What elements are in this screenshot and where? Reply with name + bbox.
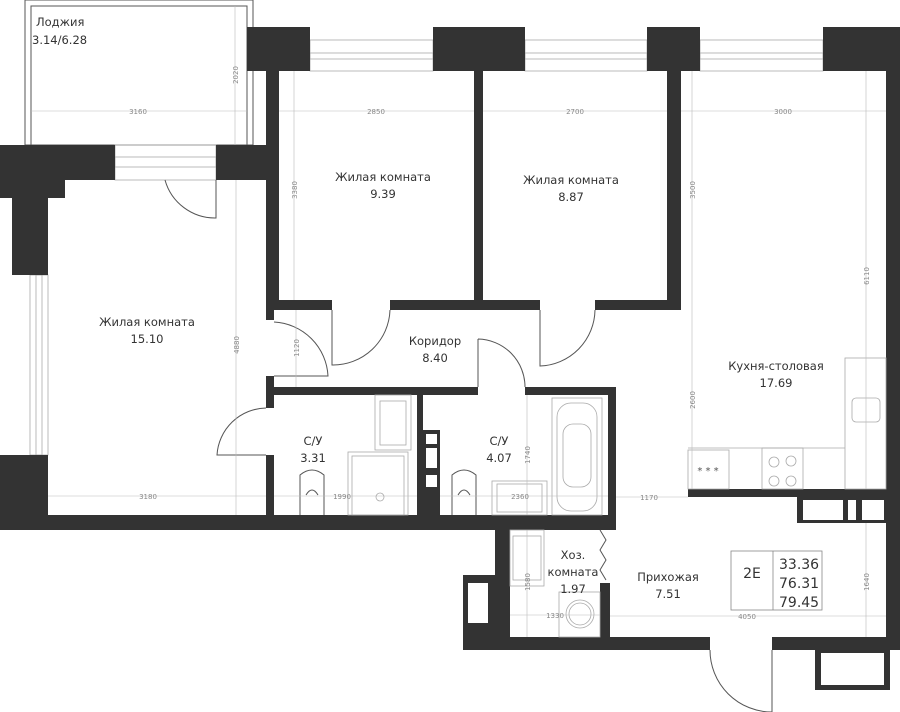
dim-bath1-width: 1990	[333, 493, 351, 501]
room-kitchen-area: 17.69	[760, 376, 793, 390]
dim-kitchen-depth-total: 6110	[863, 267, 871, 285]
dim-utility-width: 1330	[546, 612, 564, 620]
room-living-name: Жилая комната	[99, 315, 195, 329]
dim-hall-width: 4050	[738, 613, 756, 621]
wall-openings	[426, 434, 884, 685]
room-hall-area: 7.51	[655, 587, 681, 601]
room-labels: Лоджия 3.14/6.28 Жилая комната 9.39 Жила…	[32, 15, 824, 601]
svg-text:* * *: * * *	[697, 466, 718, 477]
loggia-area: 3.14/6.28	[32, 33, 87, 47]
room-bath2-area: 4.07	[486, 451, 512, 465]
dim-living-depth: 4880	[233, 336, 241, 354]
walls	[0, 27, 900, 690]
dim-utility-depth: 1580	[524, 573, 532, 591]
room-hall-name: Прихожая	[637, 570, 699, 584]
room-bath2-name: С/У	[490, 434, 509, 448]
total-area: 76.31	[779, 576, 819, 592]
room-utility-name-2: комната	[548, 565, 599, 579]
room-bedroom2-name: Жилая комната	[523, 173, 619, 187]
dim-bath2-width: 2360	[511, 493, 529, 501]
loggia-name: Лоджия	[36, 15, 84, 29]
dim-kitchen-depth-a: 3500	[689, 181, 697, 199]
room-corridor-name: Коридор	[409, 334, 461, 348]
dim-loggia-depth: 2020	[232, 66, 240, 84]
living-area: 33.36	[779, 557, 819, 573]
room-bedroom1-name: Жилая комната	[335, 170, 431, 184]
dim-loggia-width: 3160	[129, 108, 147, 116]
doors[interactable]	[164, 179, 773, 712]
room-corridor-area: 8.40	[422, 351, 448, 365]
room-living-area: 15.10	[131, 332, 164, 346]
dim-living-width: 3180	[139, 493, 157, 501]
apartment-type: 2E	[743, 566, 761, 582]
apartment-info: 2E 33.36 76.31 79.45	[730, 550, 823, 611]
dim-hall-depth: 1640	[863, 573, 871, 591]
dim-kitchen-width: 3000	[774, 108, 792, 116]
dim-kitchen-depth-b: 2600	[689, 391, 697, 409]
room-utility-area: 1.97	[560, 582, 586, 596]
dimension-lines	[31, 6, 886, 637]
room-bath1-name: С/У	[304, 434, 323, 448]
dim-room1-depth: 3380	[291, 181, 299, 199]
room-bedroom2-area: 8.87	[558, 190, 584, 204]
room-bath1-area: 3.31	[300, 451, 326, 465]
total-area-with-loggia: 79.45	[779, 595, 819, 611]
dimension-labels: 3160 2020 2850 3380 2700 3000 3500 6110 …	[129, 66, 871, 621]
dim-room1-width: 2850	[367, 108, 385, 116]
room-bedroom1-area: 9.39	[370, 187, 396, 201]
dim-bath2-depth: 1740	[524, 446, 532, 464]
dim-corridor-width: 1120	[293, 339, 301, 357]
room-kitchen-name: Кухня-столовая	[728, 359, 824, 373]
dim-passage-width: 1170	[640, 494, 658, 502]
dim-room2-width: 2700	[566, 108, 584, 116]
room-utility-name-1: Хоз.	[561, 548, 586, 562]
